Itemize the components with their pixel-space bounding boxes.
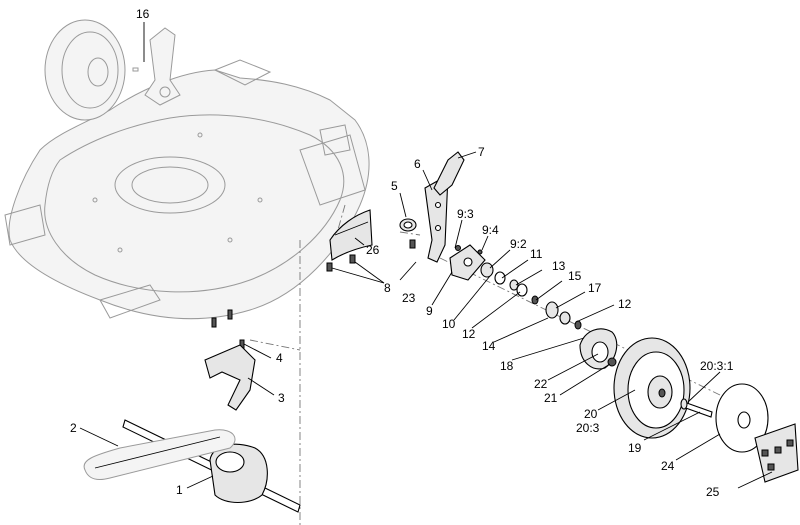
callout-25: 25 xyxy=(706,485,720,499)
callout-20: 20 xyxy=(584,407,598,421)
callout-19: 19 xyxy=(628,441,642,455)
screws-4 xyxy=(211,309,245,350)
grommet-5 xyxy=(399,218,417,232)
callout-18: 18 xyxy=(500,359,514,373)
callout-16: 16 xyxy=(136,7,150,21)
leader-lines xyxy=(79,22,773,489)
callout-12-lower: 12 xyxy=(462,327,476,341)
mower-deck xyxy=(4,59,370,320)
axle-stack xyxy=(480,262,582,330)
callout-14: 14 xyxy=(482,339,496,353)
callout-9-2: 9:2 xyxy=(510,237,527,251)
wheel-bolt xyxy=(680,398,713,418)
callout-9-4: 9:4 xyxy=(482,223,499,237)
callout-15: 15 xyxy=(568,269,582,283)
screws-8 xyxy=(326,239,416,272)
rear-wheel xyxy=(613,337,691,439)
lever-handle xyxy=(433,151,465,196)
callout-21: 21 xyxy=(544,391,558,405)
callout-5: 5 xyxy=(391,179,398,193)
callout-24: 24 xyxy=(661,459,675,473)
callout-7: 7 xyxy=(478,145,485,159)
callout-10: 10 xyxy=(442,317,456,331)
callout-26: 26 xyxy=(366,243,380,257)
callout-20-3: 20:3 xyxy=(576,421,600,435)
height-adjuster-front xyxy=(132,27,181,106)
transmission-bracket xyxy=(204,344,256,411)
callout-17: 17 xyxy=(588,281,602,295)
decal xyxy=(754,423,799,483)
callout-22: 22 xyxy=(534,377,548,391)
callout-3: 3 xyxy=(278,391,285,405)
callout-11: 11 xyxy=(530,247,543,261)
hubcap xyxy=(715,383,769,453)
drive-belt xyxy=(83,429,236,481)
callout-23: 23 xyxy=(402,291,416,305)
drive-hub xyxy=(579,328,618,370)
front-wheel xyxy=(44,19,126,121)
callout-6: 6 xyxy=(414,157,421,171)
callout-9-3: 9:3 xyxy=(457,207,474,221)
callout-1: 1 xyxy=(176,483,183,497)
callout-4: 4 xyxy=(276,351,283,365)
callout-2: 2 xyxy=(70,421,77,435)
pivot-bracket xyxy=(449,244,486,281)
callout-8: 8 xyxy=(384,281,391,295)
callout-12-upper: 12 xyxy=(618,297,632,311)
callout-13: 13 xyxy=(552,259,566,273)
callout-labels: 16 5 6 7 9:3 9:4 9:2 11 13 15 17 12 26 8… xyxy=(70,7,734,499)
rear-shield xyxy=(329,209,373,261)
callout-20-3-1: 20:3:1 xyxy=(700,359,734,373)
callout-9: 9 xyxy=(426,304,433,318)
